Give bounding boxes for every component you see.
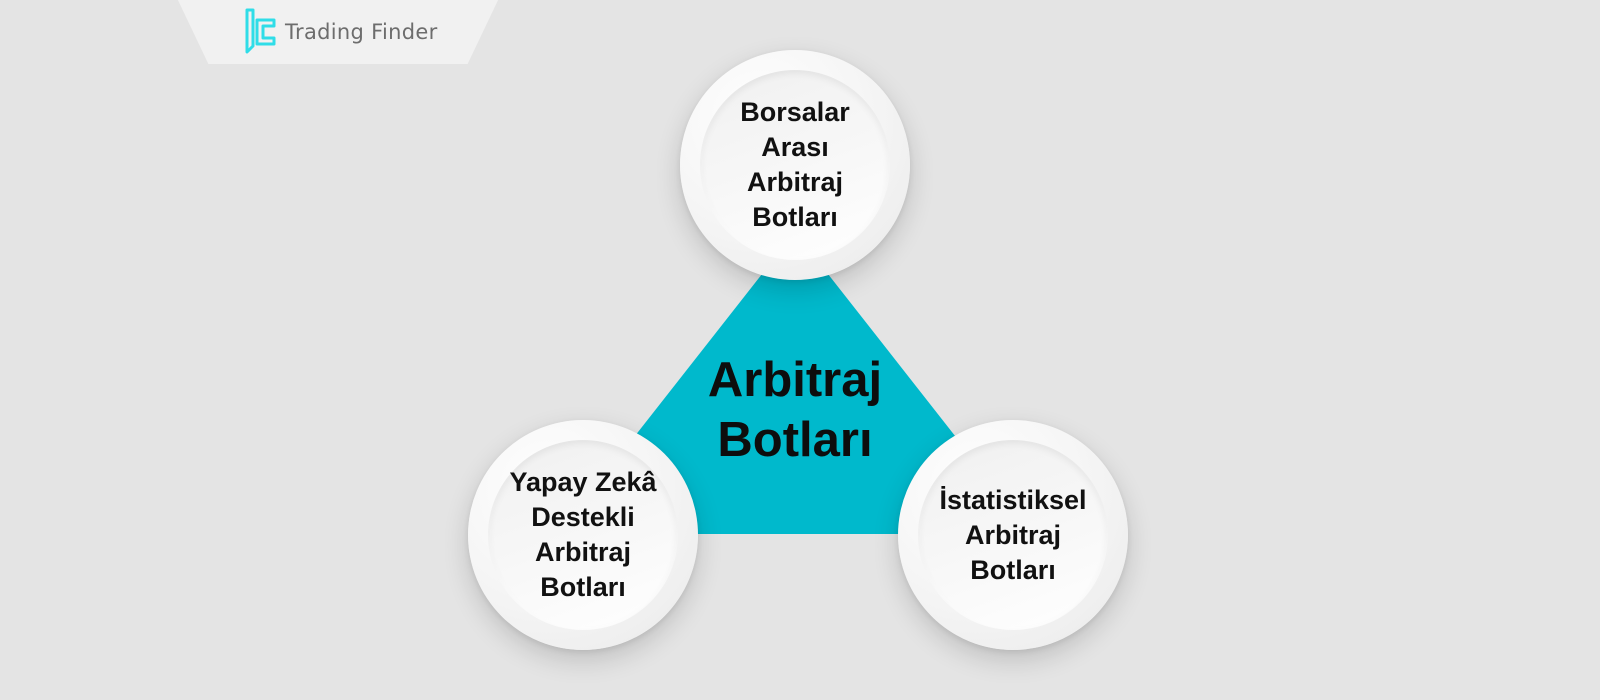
trading-finder-logo-icon <box>245 8 276 54</box>
logo-text: Trading Finder <box>285 20 438 44</box>
node-right-label: İstatistiksel Arbitraj Botları <box>939 484 1087 585</box>
node-left-label: Yapay Zekâ Destekli Arbitraj Botları <box>509 467 657 602</box>
node-right-inner: İstatistiksel Arbitraj Botları <box>918 440 1108 630</box>
node-top-inner: Borsalar Arası Arbitraj Botları <box>700 70 890 260</box>
node-top: Borsalar Arası Arbitraj Botları <box>680 50 910 280</box>
node-right: İstatistiksel Arbitraj Botları <box>898 420 1128 650</box>
node-top-label: Borsalar Arası Arbitraj Botları <box>740 97 850 232</box>
node-left-inner: Yapay Zekâ Destekli Arbitraj Botları <box>488 440 678 630</box>
node-left: Yapay Zekâ Destekli Arbitraj Botları <box>468 420 698 650</box>
logo-tab <box>176 0 500 64</box>
center-title: Arbitraj Botları <box>707 353 883 467</box>
triangle-shape <box>558 232 1032 534</box>
